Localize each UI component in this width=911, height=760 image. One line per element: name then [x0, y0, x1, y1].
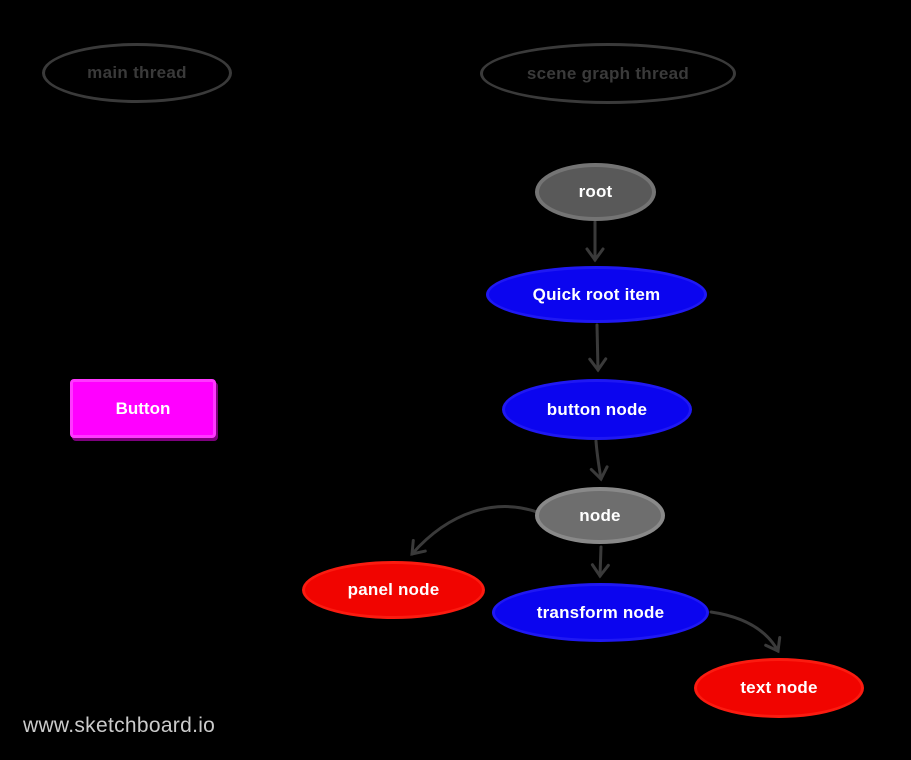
lane-label-scene-graph-thread: scene graph thread — [526, 63, 690, 83]
lane-ellipse-scene-graph-thread[interactable]: scene graph thread — [480, 43, 736, 104]
graph-node-quick-root-item-label: Quick root item — [532, 284, 661, 304]
edge-transform-node-to-text-node[interactable] — [709, 610, 782, 654]
graph-node-root-label: root — [578, 182, 613, 201]
sketchboard-watermark: www.sketchboard.io — [23, 714, 216, 737]
graph-node-root[interactable]: root — [535, 163, 656, 221]
graph-node-node-label: node — [579, 505, 621, 525]
graph-node-node[interactable]: node — [535, 487, 665, 544]
graph-node-text-node[interactable]: text node — [694, 658, 864, 718]
edge-node-to-transform-node[interactable] — [590, 545, 610, 579]
graph-node-panel-node[interactable]: panel node — [302, 561, 485, 619]
button-shape[interactable]: Button — [70, 379, 216, 438]
lane-ellipse-main-thread[interactable]: main thread — [42, 43, 232, 103]
graph-node-transform-node[interactable]: transform node — [492, 583, 709, 642]
graph-node-button-node-label: button node — [546, 399, 648, 419]
graph-node-text-node-label: text node — [740, 678, 818, 697]
lane-label-main-thread: main thread — [87, 63, 187, 82]
button-shape-label: Button — [115, 398, 171, 418]
graph-node-quick-root-item[interactable]: Quick root item — [486, 266, 707, 323]
edge-button-node-to-node[interactable] — [589, 439, 609, 482]
edge-node-to-panel-node[interactable] — [410, 505, 539, 556]
edge-quick-root-item-to-button-node[interactable] — [588, 323, 608, 373]
graph-node-button-node[interactable]: button node — [502, 379, 692, 440]
graph-node-transform-node-label: transform node — [536, 602, 665, 622]
graph-node-panel-node-label: panel node — [347, 580, 440, 599]
